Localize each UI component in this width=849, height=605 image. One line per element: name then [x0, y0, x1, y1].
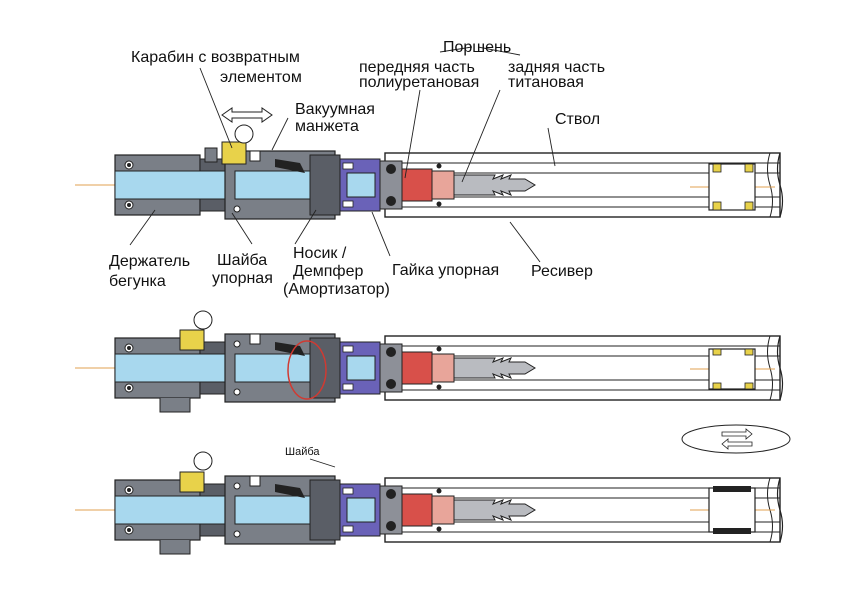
fitting-3	[690, 486, 775, 534]
assembly-3	[74, 451, 784, 555]
label-karabin-2: элементом	[220, 69, 302, 86]
label-washer-stop-1: Шайба	[217, 252, 267, 269]
label-receiver: Ресивер	[531, 263, 593, 280]
label-washer: Шайба	[285, 446, 320, 458]
label-nut: Гайка упорная	[392, 262, 499, 279]
highlight-circle	[287, 340, 327, 400]
karabin-part	[221, 141, 247, 165]
fitting-2	[690, 348, 775, 390]
double-arrow-icon	[221, 107, 273, 123]
label-holder-1: Держатель	[109, 253, 190, 270]
rotate-ellipse-icon	[681, 424, 791, 454]
label-barrel: Ствол	[555, 111, 600, 128]
label-holder-2: бегунка	[109, 273, 166, 290]
label-vacuum-2: манжета	[295, 118, 359, 135]
label-rear-part-1: задняя часть	[508, 59, 605, 76]
label-vacuum-1: Вакуумная	[295, 101, 375, 118]
label-nose-3: (Амортизатор)	[283, 281, 390, 298]
label-front-part-2: полиуретановая	[359, 74, 479, 91]
label-nose-2: Демпфер	[293, 263, 363, 280]
label-nose-1: Носик /	[293, 245, 347, 262]
assembly-2	[74, 310, 791, 454]
label-piston: Поршень	[443, 39, 511, 56]
label-front-part-1: передняя часть	[359, 59, 475, 76]
leader-lines	[129, 46, 556, 468]
assembly-1	[74, 107, 784, 220]
fitting-1	[690, 163, 775, 211]
label-karabin-1: Карабин с возвратным	[131, 49, 300, 66]
label-washer-stop-2: упорная	[212, 270, 273, 287]
label-rear-part-2: титановая	[508, 74, 584, 91]
